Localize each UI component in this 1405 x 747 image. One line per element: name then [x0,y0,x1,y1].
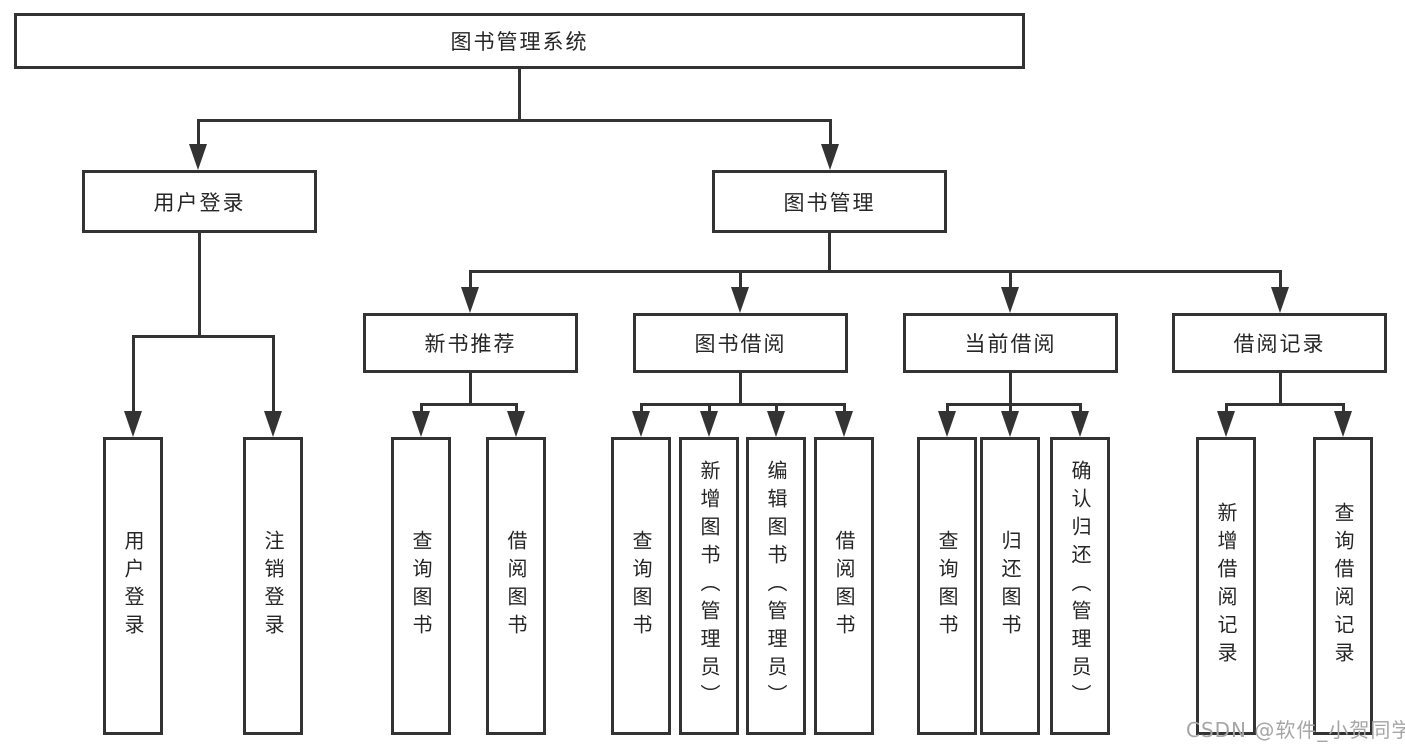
leaf-user-login: 用户登录 [103,437,163,735]
leaf-label: 查询图书 [935,530,959,642]
node-current-borrowing: 当前借阅 [903,313,1118,373]
connector-branch [946,403,1081,406]
connector-branch [420,403,517,406]
connector-drop [515,403,518,415]
leaf-label: 注销登录 [261,530,285,642]
connector-drop [272,335,275,415]
leaf-borrow-books-recommend: 借阅图书 [486,437,546,735]
arrowhead-down-icon [507,411,525,437]
node-label: 借阅记录 [1233,332,1326,356]
arrowhead-down-icon [264,411,282,437]
connector-trunk [1009,373,1012,405]
arrowhead-down-icon [1217,411,1235,437]
leaf-label: 查询图书 [629,530,653,642]
connector-drop [640,403,643,415]
connector-drop [775,403,778,415]
leaf-label: 新增借阅记录 [1214,502,1238,670]
leaf-query-books-recommend: 查询图书 [391,437,451,735]
connector-drop [708,403,711,415]
connector-drop [946,403,949,415]
arrowhead-down-icon [1001,287,1019,313]
connector-root-branch [197,119,831,122]
connector-drop [829,119,832,147]
node-label: 图书管理 [783,190,876,215]
arrowhead-down-icon [1001,411,1019,437]
connector-drop [469,270,472,292]
arrowhead-down-icon [835,411,853,437]
arrowhead-down-icon [412,411,430,437]
leaf-label: 新增图书（管理员） [697,460,721,712]
arrowhead-down-icon [938,411,956,437]
leaf-logout: 注销登录 [243,437,303,735]
node-borrowing-records: 借阅记录 [1172,313,1387,373]
connector-login-branch [132,335,275,338]
arrowhead-down-icon [1334,411,1352,437]
node-library-management-system: 图书管理系统 [14,13,1025,69]
connector-drop [197,119,200,147]
connector-drop [1009,270,1012,292]
leaf-label: 查询借阅记录 [1331,502,1355,670]
node-book-borrowing: 图书借阅 [633,313,848,373]
connector-drop [1279,270,1282,292]
connector-drop [132,335,135,415]
leaf-label: 查询图书 [409,530,433,642]
connector-drop [1225,403,1228,415]
leaf-query-books-current: 查询图书 [917,437,977,735]
connector-login-trunk [198,233,201,337]
connector-drop [1009,403,1012,415]
arrowhead-down-icon [731,287,749,313]
leaf-label: 归还图书 [998,530,1022,642]
connector-trunk [469,373,472,405]
leaf-label: 借阅图书 [832,530,856,642]
node-label: 新书推荐 [424,332,517,356]
node-label: 图书管理系统 [450,30,589,54]
connector-trunk [739,373,742,405]
connector-drop [420,403,423,415]
connector-branch [1225,403,1344,406]
leaf-label: 借阅图书 [504,530,528,642]
connector-drop [843,403,846,415]
arrowhead-down-icon [632,411,650,437]
arrowhead-down-icon [821,144,839,170]
node-label: 图书借阅 [694,332,787,356]
leaf-edit-book-admin: 编辑图书（管理员） [746,437,806,735]
leaf-confirm-return-admin: 确认归还（管理员） [1050,437,1110,735]
leaf-query-borrow-record: 查询借阅记录 [1313,437,1373,735]
arrowhead-down-icon [124,411,142,437]
connector-trunk [1279,373,1282,405]
arrowhead-down-icon [1271,287,1289,313]
arrowhead-down-icon [700,411,718,437]
node-label: 用户登录 [153,190,246,215]
leaf-label: 确认归还（管理员） [1068,460,1092,712]
node-book-management: 图书管理 [712,170,947,233]
leaf-add-book-admin: 新增图书（管理员） [679,437,739,735]
connector-mgmt-branch [469,270,1281,273]
arrowhead-down-icon [1071,411,1089,437]
leaf-borrow-books-borrowing: 借阅图书 [814,437,874,735]
connector-drop [1342,403,1345,415]
node-new-book-recommend: 新书推荐 [363,313,578,373]
node-user-login: 用户登录 [82,170,317,233]
watermark: CSDN @软件_小贺同学 [1186,718,1405,742]
leaf-label: 用户登录 [121,530,145,642]
connector-drop [739,270,742,292]
connector-root-trunk [518,69,521,122]
node-label: 当前借阅 [964,332,1057,356]
arrowhead-down-icon [767,411,785,437]
arrowhead-down-icon [461,287,479,313]
connector-drop [1079,403,1082,415]
connector-branch [640,403,845,406]
leaf-return-book: 归还图书 [980,437,1040,735]
leaf-add-borrow-record: 新增借阅记录 [1196,437,1256,735]
arrowhead-down-icon [189,144,207,170]
connector-mgmt-trunk [828,233,831,272]
leaf-label: 编辑图书（管理员） [764,460,788,712]
leaf-query-books-borrowing: 查询图书 [611,437,671,735]
